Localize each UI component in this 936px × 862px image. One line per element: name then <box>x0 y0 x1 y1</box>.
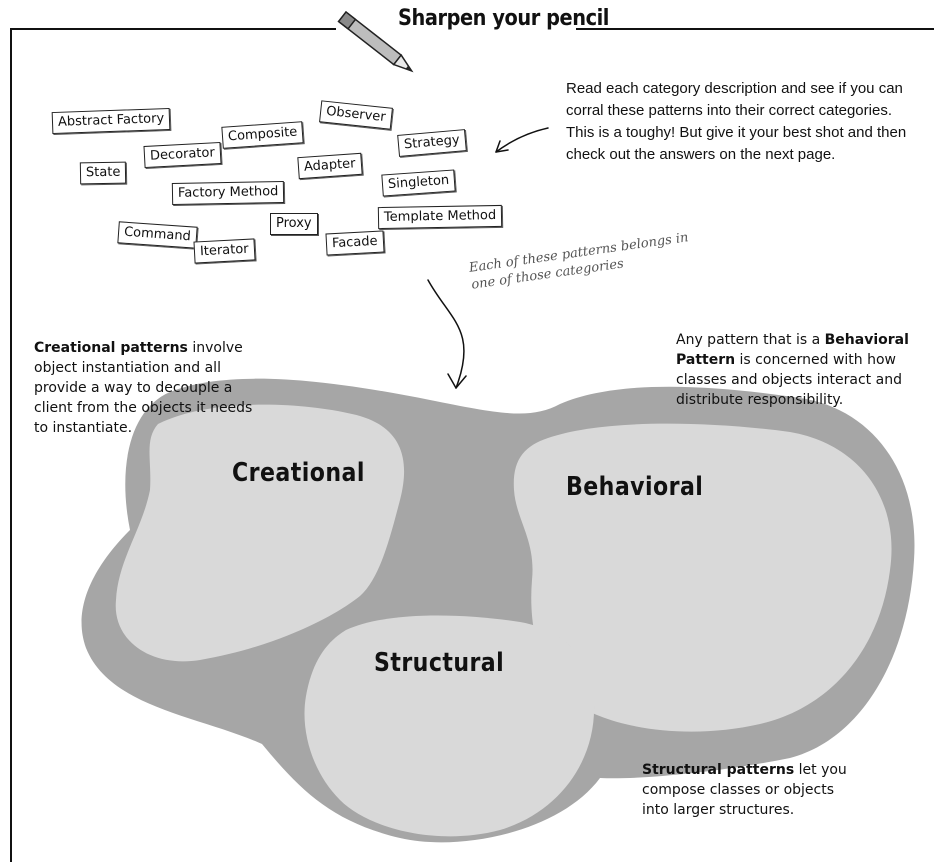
structural-description: Structural patterns let you compose clas… <box>642 760 852 820</box>
creational-description: Creational patterns involve object insta… <box>34 338 270 438</box>
structural-text: let you compose classes or objects into … <box>642 762 847 818</box>
structural-term: Structural patterns <box>642 762 795 778</box>
behavioral-pre: Any pattern that is a <box>676 332 825 348</box>
behavioral-term: Behavioral Pattern <box>676 332 909 368</box>
tag-template-method: Template Method <box>377 204 503 230</box>
header-title: Sharpen your pencil <box>398 6 610 31</box>
tag-decorator: Decorator <box>143 142 222 168</box>
behavioral-text: is concerned with how classes and object… <box>676 352 902 408</box>
intro-text: Read each category description and see i… <box>566 80 907 163</box>
creational-term: Creational patterns <box>34 340 188 356</box>
tag-abstract-factory: Abstract Factory <box>51 107 171 135</box>
tag-state: State <box>79 161 127 185</box>
tag-facade: Facade <box>325 230 385 256</box>
tag-proxy: Proxy <box>270 213 318 235</box>
behavioral-label: Behavioral <box>566 472 704 502</box>
tag-factory-method: Factory Method <box>171 181 285 205</box>
creational-label: Creational <box>232 458 365 488</box>
pencil-icon <box>337 10 414 73</box>
behavioral-description: Any pattern that is a Behavioral Pattern… <box>676 330 924 410</box>
creational-text: involve object instantiation and all pro… <box>34 340 253 436</box>
sharpen-header: Sharpen your pencil <box>336 4 609 73</box>
tag-iterator: Iterator <box>193 238 256 264</box>
structural-label: Structural <box>374 648 505 678</box>
tag-adapter: Adapter <box>297 152 363 180</box>
